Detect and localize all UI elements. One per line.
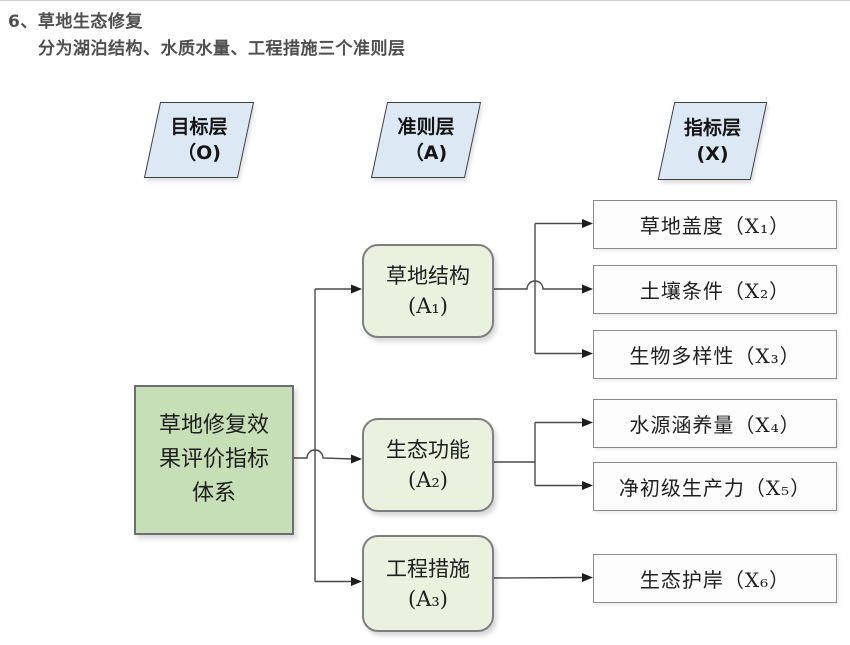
indicator-label: 生态护岸（X₆） bbox=[639, 568, 791, 592]
criterion-node-a3: 工程措施 (A₃) bbox=[362, 535, 494, 632]
indicator-label: 土壤条件（X₂） bbox=[639, 279, 791, 303]
criterion-label: 生态功能 bbox=[386, 438, 470, 462]
layer-header-code: （A) bbox=[404, 142, 448, 164]
arrowhead-icon bbox=[351, 284, 362, 294]
indicator-label: 生物多样性（X₃） bbox=[629, 344, 801, 368]
layer-header-code: (X) bbox=[696, 143, 729, 165]
indicator-label: 净初级生产力（X₅） bbox=[618, 476, 812, 500]
arrowhead-icon bbox=[582, 284, 593, 294]
criterion-node-a1: 草地结构 (A₁) bbox=[362, 244, 494, 338]
goal-node: 草地修复效果评价指标体系 bbox=[134, 385, 294, 535]
indicator-node-x6: 生态护岸（X₆） bbox=[593, 554, 837, 603]
criterion-code: (A₂) bbox=[408, 468, 448, 492]
criterion-label: 草地结构 bbox=[386, 264, 470, 288]
indicator-node-x1: 草地盖度（X₁） bbox=[593, 200, 837, 249]
indicator-label: 草地盖度（X₁） bbox=[639, 214, 791, 238]
connector-goal-a2 bbox=[290, 449, 353, 460]
layer-header-indicator: 指标层 (X) bbox=[657, 102, 768, 180]
criterion-code: (A₃) bbox=[408, 586, 448, 611]
layer-header-criterion: 准则层 （A) bbox=[370, 102, 482, 178]
indicator-node-x4: 水源涵养量（X₄） bbox=[593, 399, 837, 448]
arrowhead-icon bbox=[351, 577, 362, 586]
connector-a3-x6 bbox=[489, 576, 584, 579]
layer-header-code: （O) bbox=[177, 142, 221, 164]
layer-header-label: 指标层 bbox=[683, 117, 741, 139]
arrowhead-icon bbox=[582, 573, 593, 582]
goal-node-label: 草地修复效果评价指标体系 bbox=[158, 413, 269, 506]
indicator-node-x5: 净初级生产力（X₅） bbox=[593, 462, 837, 511]
indicator-node-x2: 土壤条件（X₂） bbox=[593, 265, 837, 314]
indicator-label: 水源涵养量（X₄） bbox=[629, 413, 801, 437]
arrowhead-icon bbox=[582, 481, 593, 490]
arrowhead-icon bbox=[582, 418, 593, 427]
layer-header-label: 准则层 bbox=[397, 116, 455, 138]
page-subtitle: 分为湖泊结构、水质水量、工程措施三个准则层 bbox=[38, 39, 406, 59]
criterion-code: (A₁) bbox=[408, 294, 448, 318]
arrowhead-icon bbox=[582, 349, 593, 358]
indicator-node-x3: 生物多样性（X₃） bbox=[593, 330, 837, 379]
layer-header-label: 目标层 bbox=[170, 116, 228, 138]
arrowhead-icon bbox=[582, 219, 593, 228]
connector-a1-x2 bbox=[490, 280, 583, 290]
arrowhead-icon bbox=[351, 454, 362, 464]
criterion-label: 工程措施 bbox=[386, 556, 470, 581]
page-title: 6、草地生态修复 bbox=[8, 12, 143, 32]
criterion-node-a2: 生态功能 (A₂) bbox=[362, 418, 494, 512]
layer-header-target: 目标层 （O) bbox=[143, 102, 255, 178]
